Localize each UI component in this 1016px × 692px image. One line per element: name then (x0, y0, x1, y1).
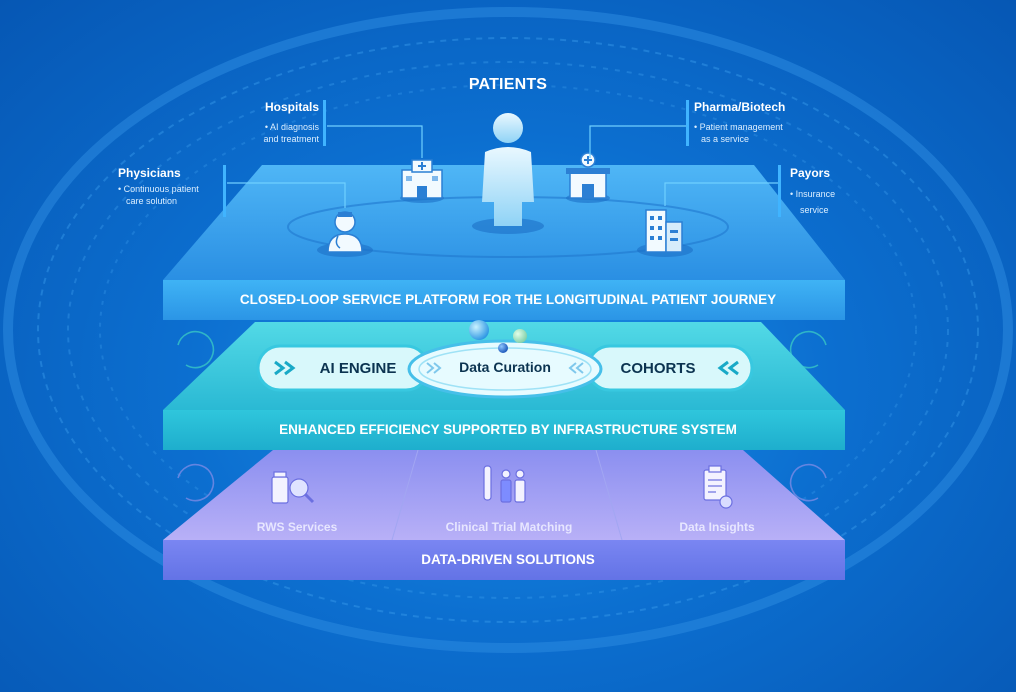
data-curation-pill (407, 339, 603, 399)
infrastructure-label: ENHANCED EFFICIENCY SUPPORTED BY INFRAST… (279, 422, 737, 437)
stakeholder-name: Hospitals (264, 100, 319, 114)
stakeholder-desc: • AI diagnosis (264, 122, 319, 132)
stakeholder-name: Payors (790, 166, 831, 180)
page-title: PATIENTS (468, 76, 548, 93)
clinical-trial-matching-label: Clinical Trial Matching (445, 520, 573, 534)
data-curation-label: Data Curation (459, 359, 551, 375)
stakeholder-desc: as a service (701, 134, 750, 144)
data-insights-icon (703, 465, 733, 509)
data-insights-label: Data Insights (679, 520, 755, 534)
patient-figure-icon (482, 113, 534, 226)
stakeholder-desc: • Patient management (694, 122, 783, 132)
platform-label: CLOSED-LOOP SERVICE PLATFORM FOR THE LON… (239, 292, 777, 307)
office-building-icon (645, 209, 683, 253)
leader-lines (227, 125, 781, 208)
hospital-icon (401, 159, 443, 199)
decor-sphere (498, 343, 508, 353)
stakeholder-desc: • Continuous patient (118, 184, 199, 194)
stakeholder-name: Physicians (118, 166, 181, 180)
cycle-arrows (177, 330, 827, 369)
rws-services-label: RWS Services (256, 520, 338, 534)
stakeholder-desc: • Insurance (790, 189, 836, 199)
stakeholder-name: Pharma/Biotech (694, 100, 786, 114)
cohorts-label: COHORTS (620, 360, 696, 377)
stakeholder-desc: and treatment (263, 134, 319, 144)
decor-sphere (513, 329, 527, 343)
pharmacy-icon (566, 152, 610, 199)
stakeholder-desc: care solution (126, 196, 178, 206)
ai-engine-label: AI ENGINE (319, 360, 397, 377)
stakeholder-desc: service (800, 205, 829, 215)
decor-sphere (469, 320, 489, 340)
doctor-icon (327, 211, 363, 253)
platform-band (163, 280, 845, 320)
solutions-label: DATA-DRIVEN SOLUTIONS (421, 552, 595, 567)
rws-services-icon (271, 471, 315, 504)
clinical-trial-icon (483, 465, 526, 503)
infrastructure-band (163, 410, 845, 450)
label-bars (223, 100, 781, 217)
solutions-band (163, 540, 845, 580)
